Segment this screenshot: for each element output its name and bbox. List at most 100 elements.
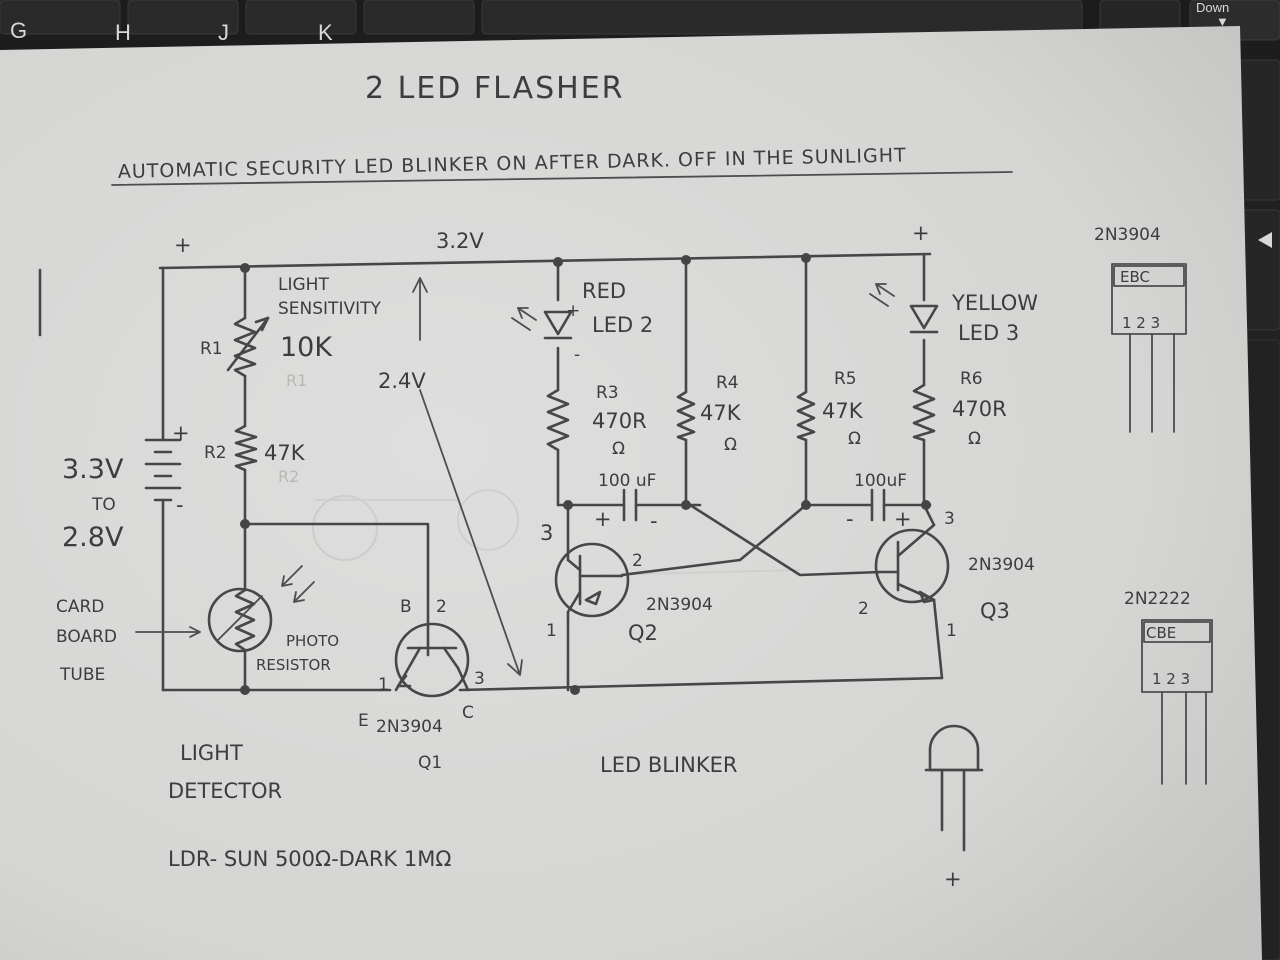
r1-value: 10K [280, 332, 333, 363]
key-k: K [318, 20, 333, 45]
r5-value: 47K [822, 399, 864, 423]
battery-symbol [144, 438, 182, 502]
key-h: H [115, 20, 131, 45]
q2-part: 2N3904 [646, 595, 713, 615]
ldr-note: LDR- SUN 500Ω-DARK 1MΩ [168, 847, 451, 871]
pinout-2n3904-body [1111, 263, 1187, 433]
led-blinker-label: LED BLINKER [600, 753, 737, 777]
q1-pin3: 3 [474, 669, 485, 689]
pinout-2n3904-part: 2N3904 [1094, 225, 1161, 245]
r1-label-line2: SENSITIVITY [278, 299, 381, 319]
cardboard-line2: BOARD [56, 627, 117, 647]
rail-voltage: 3.2V [436, 229, 484, 253]
voltage-arrow [419, 389, 523, 676]
led3-symbol [869, 283, 939, 334]
led3-line2: LED 3 [958, 321, 1019, 345]
cardboard-line1: CARD [56, 597, 104, 617]
key-down-label: Down [1196, 0, 1229, 15]
c2-plus: + [894, 507, 912, 531]
q1-pin1: 1 [378, 675, 389, 695]
q3-pin2: 2 [858, 599, 869, 619]
sensitivity-arrow [412, 277, 428, 341]
r1-label-line1: LIGHT [278, 275, 329, 295]
r4-value: 47K [700, 401, 742, 425]
r4-resistor [676, 390, 696, 442]
r3-unit: Ω [612, 439, 625, 459]
pinout-2n3904-numbers: 1 2 3 [1122, 314, 1160, 332]
c2-capacitor [870, 488, 886, 522]
cardboard-line3: TUBE [59, 665, 105, 685]
light-detector-line1: LIGHT [180, 741, 243, 765]
photoresistor-line2: RESISTOR [256, 656, 331, 674]
pinout-2n2222-part: 2N2222 [1124, 589, 1191, 609]
r4-unit: Ω [724, 435, 737, 455]
r1-variable-resistor [226, 316, 270, 378]
r1-name: R1 [200, 339, 223, 359]
q1-b-label: B [400, 597, 412, 617]
c1-capacitor [622, 488, 638, 522]
pinout-2n3904-pins: EBC [1120, 268, 1150, 286]
c1-plus: + [594, 507, 612, 531]
battery-to: TO [91, 495, 116, 515]
r2-ghost-label: R2 [278, 467, 299, 486]
q3-transistor [874, 523, 950, 604]
led2-line1: RED [582, 279, 626, 303]
r1-ghost-label: R1 [286, 371, 307, 390]
pinout-2n2222-pins: CBE [1146, 624, 1176, 642]
led2-line2: LED 2 [592, 313, 653, 337]
q1-name: Q1 [418, 753, 442, 773]
battery-plus: + [172, 421, 190, 445]
photoresistor-line1: PHOTO [286, 632, 339, 650]
light-detector-line2: DETECTOR [168, 779, 282, 803]
r5-resistor [796, 390, 816, 442]
key-down-arrow: ▼ [1216, 14, 1229, 29]
q1-transistor [394, 622, 470, 698]
subtitle-underline [111, 171, 1013, 186]
plus-left: + [174, 233, 192, 257]
battery-minus: - [176, 493, 184, 517]
r3-name: R3 [596, 383, 619, 403]
q2-pin2: 2 [632, 551, 643, 571]
battery-low-voltage: 2.8V [62, 522, 124, 553]
c1-minus: - [650, 509, 658, 533]
led-pinout-plus: + [944, 867, 962, 891]
r5-name: R5 [834, 369, 857, 389]
q3-part: 2N3904 [968, 555, 1035, 575]
photoresistor-symbol [135, 565, 315, 653]
led2-symbol [511, 307, 573, 340]
q3-pin1: 1 [946, 621, 957, 641]
led2-minus: - [574, 345, 580, 365]
q2-pin1: 1 [546, 621, 557, 641]
led2-plus: + [566, 301, 580, 321]
r3-value: 470R [592, 409, 647, 433]
q1-pin2: 2 [436, 597, 447, 617]
pinout-2n2222-body [1141, 619, 1213, 785]
q1-e-label: E [358, 711, 369, 731]
battery-voltage: 3.3V [62, 454, 124, 485]
junction-dots [240, 253, 931, 695]
q2-pin3: 3 [540, 521, 553, 545]
c1-value: 100 uF [598, 471, 656, 491]
r6-value: 470R [952, 397, 1007, 421]
pinout-2n2222-numbers: 1 2 3 [1152, 670, 1190, 688]
r6-resistor [912, 383, 936, 442]
r4-name: R4 [716, 373, 739, 393]
r6-name: R6 [960, 369, 983, 389]
q1-c-label: C [462, 703, 474, 723]
r5-unit: Ω [848, 429, 861, 449]
c2-minus: - [846, 507, 854, 531]
r2-resistor [234, 424, 258, 472]
q2-transistor [554, 542, 630, 618]
c2-value: 100uF [854, 471, 907, 491]
plus-right: + [912, 221, 930, 245]
led-pinout-drawing [924, 724, 984, 852]
key-j: J [218, 20, 229, 45]
key-g: G [10, 18, 27, 43]
q3-name: Q3 [980, 599, 1010, 623]
r6-unit: Ω [968, 429, 981, 449]
r2-name: R2 [204, 443, 227, 463]
q2-name: Q2 [628, 621, 658, 645]
q3-pin3: 3 [944, 509, 955, 529]
led3-line1: YELLOW [951, 291, 1038, 315]
